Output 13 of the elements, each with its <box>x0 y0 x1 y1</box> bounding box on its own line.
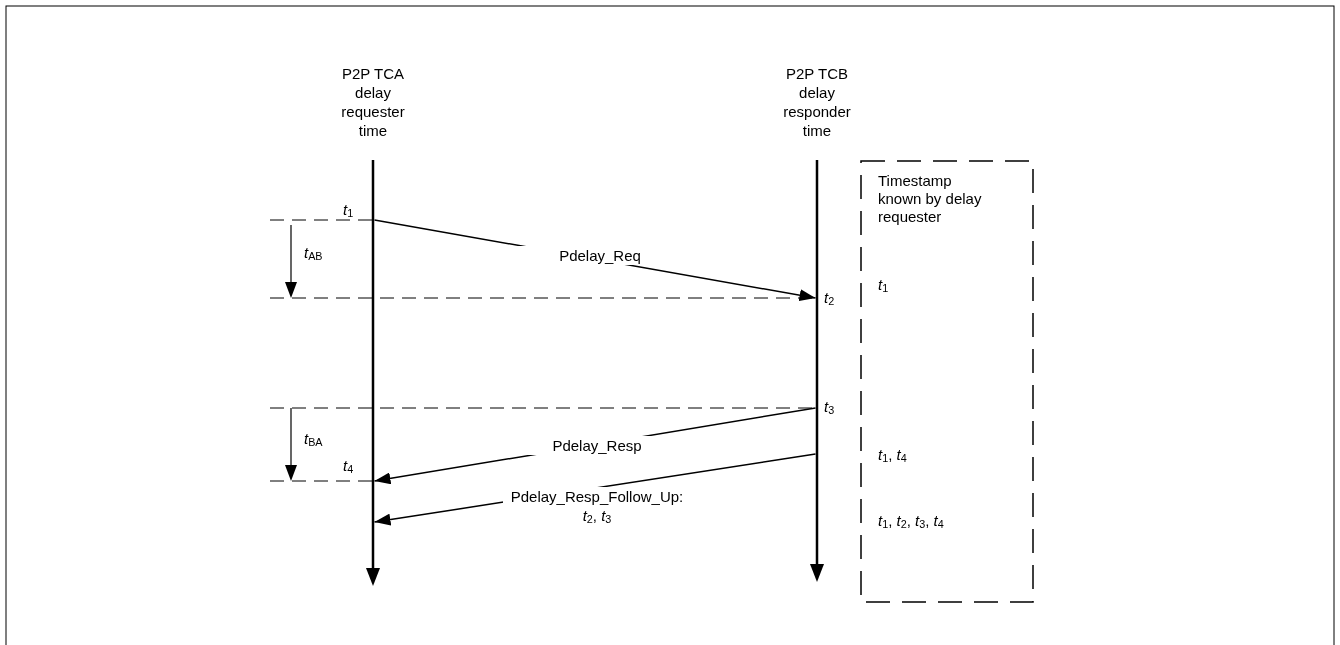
time-label: t$_{BA}$ <box>304 430 323 448</box>
lifeline-title: P2P TCB delay responder time <box>782 64 852 140</box>
note-box <box>860 160 1034 603</box>
timestamp-list: t$_{1}$, t$_{4}$ <box>878 446 907 464</box>
time-label: t$_{1}$ <box>343 201 354 219</box>
timestamp-list: t$_{1}$ <box>878 276 889 294</box>
time-label: t$_{4}$ <box>343 457 354 475</box>
lifeline-title: P2P TCA delay requester time <box>340 64 406 140</box>
time-label: t$_{AB}$ <box>304 244 323 262</box>
note-heading: Timestamp known by delay requester <box>878 172 983 226</box>
timestamp-list: t$_{1}$, t$_{2}$, t$_{3}$, t$_{4}$ <box>878 512 944 530</box>
time-label: t$_{2}$ <box>824 289 835 307</box>
time-label: t$_{3}$ <box>824 398 835 416</box>
